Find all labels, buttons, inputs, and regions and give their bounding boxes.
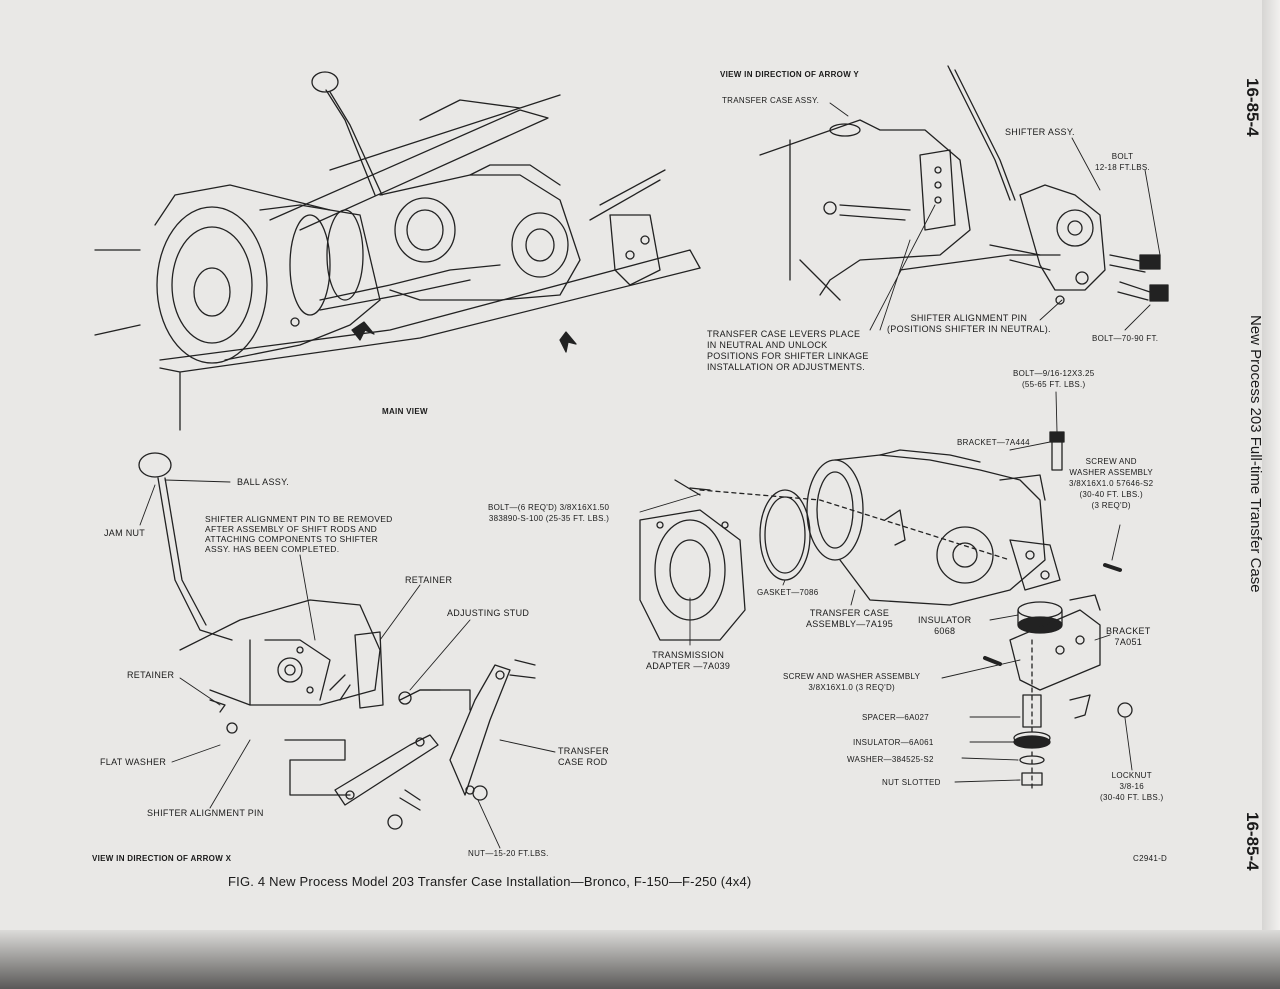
levers-note-label: TRANSFER CASE LEVERS PLACE IN NEUTRAL AN… xyxy=(707,329,869,372)
bracket-7a444-label: BRACKET—7A444 xyxy=(957,438,1030,447)
leader-lines xyxy=(139,102,1161,849)
retainer-top-label: RETAINER xyxy=(405,575,453,585)
shifter-alignment-pin-neutral-label: SHIFTER ALIGNMENT PIN (POSITIONS SHIFTER… xyxy=(887,313,1051,334)
transfer-case-assembly-label: TRANSFER CASE ASSEMBLY—7A195 xyxy=(806,608,894,629)
transmission-adapter-label: TRANSMISSION ADAPTER —7A039 xyxy=(646,650,731,671)
flat-washer-label: FLAT WASHER xyxy=(100,757,167,767)
screw-washer-assembly-label: SCREW AND WASHER ASSEMBLY 3/8x16x1.0 576… xyxy=(1069,457,1154,510)
insulator-6a061-label: INSULATOR—6A061 xyxy=(853,738,934,747)
shifter-pin-note-label: SHIFTER ALIGNMENT PIN TO BE REMOVED AFTE… xyxy=(205,514,393,554)
jam-nut-label: JAM NUT xyxy=(104,528,146,538)
bolt-9-16-label: BOLT—9/16-12x3.25 (55-65 FT. LBS.) xyxy=(1013,369,1095,389)
screw-washer-small-label: SCREW AND WASHER ASSEMBLY 3/8x16x1.0 (3 … xyxy=(783,672,921,692)
figure-code: C2941-D xyxy=(1133,854,1168,863)
bolt-70-90-label: BOLT—70-90 FT. xyxy=(1092,334,1159,343)
main-view-label: MAIN VIEW xyxy=(382,407,428,416)
washer-label: WASHER—384525-S2 xyxy=(847,755,934,764)
retainer-left-label: RETAINER xyxy=(127,670,175,680)
page-edge-shadow xyxy=(1262,0,1280,989)
transfer-case-rod-label: TRANSFER CASE ROD xyxy=(558,746,609,767)
view-arrow-x-label: VIEW IN DIRECTION OF ARROW X xyxy=(92,854,232,863)
shifter-alignment-pin-label: SHIFTER ALIGNMENT PIN xyxy=(147,808,264,818)
nut-15-20-label: NUT—15-20 FT.LBS. xyxy=(468,849,549,858)
locknut-label: LOCKNUT 3/8-16 (30-40 FT. LBS.) xyxy=(1100,771,1164,802)
page-bottom-shadow xyxy=(0,930,1280,989)
transfer-case-assy-label: TRANSFER CASE ASSY. xyxy=(722,96,820,105)
page-number-top: 16-85-4 xyxy=(1243,78,1262,137)
bracket-7a051-label: BRACKET 7A051 xyxy=(1106,626,1151,647)
view-arrow-y-label: VIEW IN DIRECTION OF ARROW Y xyxy=(720,70,860,79)
figure-caption: FIG. 4 New Process Model 203 Transfer Ca… xyxy=(228,874,752,889)
main-view-drawing xyxy=(94,71,701,431)
bolt-6-reqd-label: BOLT—(6 REQ'D) 3/8x16x1.50 383890-S-100 … xyxy=(488,503,610,523)
page-number-bottom: 16-85-4 xyxy=(1243,812,1262,871)
nut-slotted-label: NUT SLOTTED xyxy=(882,778,941,787)
gasket-label: GASKET—7086 xyxy=(757,588,819,597)
exploded-view-drawing xyxy=(639,431,1133,791)
bolt-12-18-label: BOLT 12-18 FT.LBS. xyxy=(1095,152,1151,172)
ball-assy-label: BALL ASSY. xyxy=(237,477,290,487)
adjusting-stud-label: ADJUSTING STUD xyxy=(447,608,530,618)
page-section-title: New Process 203 Full-time Transfer Case xyxy=(1247,315,1264,593)
shifter-assy-label: SHIFTER ASSY. xyxy=(1005,127,1075,137)
insulator-6068-label: INSULATOR 6068 xyxy=(918,615,972,636)
view-x-drawing xyxy=(138,452,536,830)
view-y-drawing xyxy=(759,65,1169,305)
spacer-label: SPACER—6A027 xyxy=(862,713,930,722)
